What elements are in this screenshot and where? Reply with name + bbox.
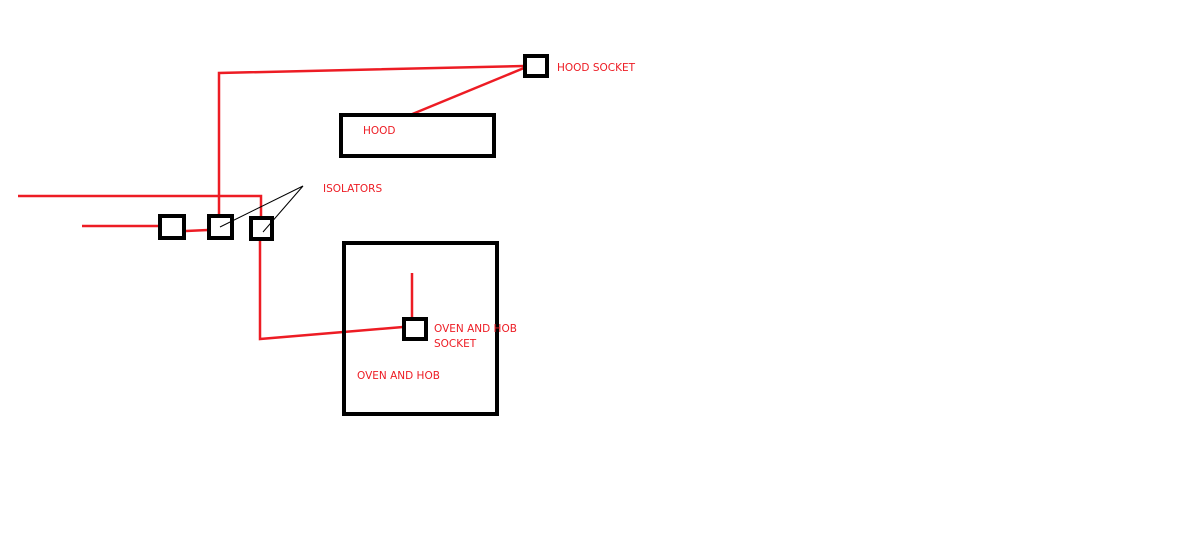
supply-wire-top bbox=[18, 194, 263, 218]
isolator-3 bbox=[249, 216, 274, 241]
hood-label: HOOD bbox=[363, 125, 396, 137]
oven-socket-label-line2: SOCKET bbox=[434, 338, 477, 350]
hood-socket-to-hood-wire bbox=[409, 66, 525, 117]
hood-socket-label: HOOD SOCKET bbox=[557, 62, 636, 74]
isolator-2 bbox=[207, 214, 234, 240]
oven-feed-wire bbox=[258, 241, 404, 341]
isolator-1 bbox=[158, 214, 186, 240]
isolators-pointer bbox=[219, 185, 304, 233]
hood-socket bbox=[523, 54, 549, 78]
hood-box bbox=[339, 113, 496, 158]
oven-socket-label-line1: OVEN AND HOB bbox=[434, 323, 517, 335]
oven-hob-box bbox=[342, 241, 499, 416]
oven-hob-label: OVEN AND HOB bbox=[357, 370, 440, 382]
oven-hob-socket bbox=[402, 317, 428, 341]
isolator-link-wire bbox=[185, 228, 209, 233]
isolators-label: ISOLATORS bbox=[323, 183, 382, 195]
hood-feed-wire bbox=[217, 64, 525, 216]
